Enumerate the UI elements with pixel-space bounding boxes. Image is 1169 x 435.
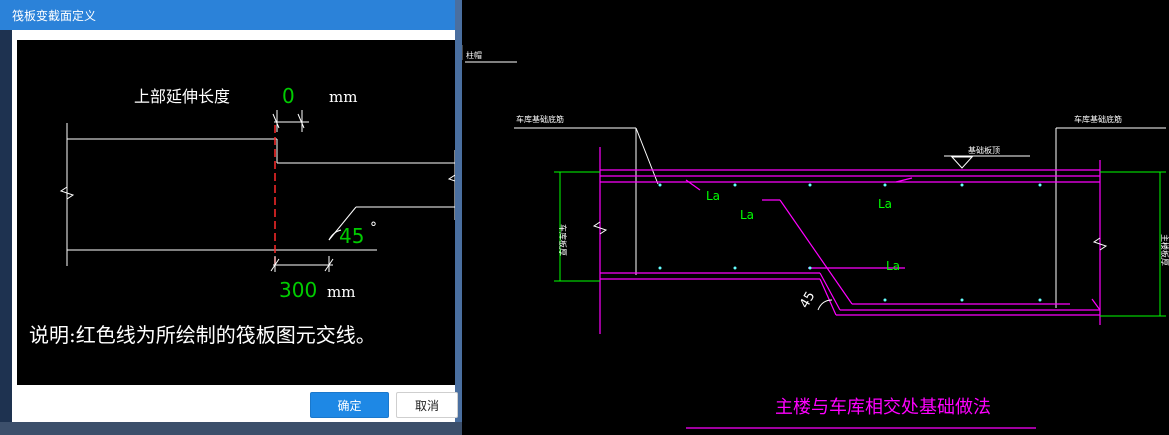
dialog-title-bar[interactable]: 筏板变截面定义 — [0, 0, 462, 30]
rebar-dots — [658, 183, 1042, 302]
right-dim-label: 主楼板厚 — [1160, 234, 1169, 266]
section-preview: 上部延伸长度 0 mm 45 ° — [17, 40, 455, 385]
anchor-label: La — [886, 259, 900, 273]
angle-unit: ° — [370, 220, 377, 236]
slab-top-marker — [950, 156, 974, 169]
drawing-corner-label: 柱帽 — [466, 50, 482, 60]
anchor-label: La — [740, 208, 754, 222]
extension-value[interactable]: 0 — [282, 84, 295, 108]
note-text: 说明:红色线为所绘制的筏板图元交线。 — [29, 323, 376, 347]
offset-value[interactable]: 300 — [279, 278, 317, 302]
left-dim-label: 车库板厚 — [558, 224, 568, 256]
offset-dimension — [270, 256, 334, 272]
extension-dimension — [272, 110, 309, 132]
angle-label: 45 — [797, 289, 818, 311]
offset-unit: mm — [327, 283, 355, 301]
left-dimension — [554, 171, 600, 282]
cancel-button[interactable]: 取消 — [396, 392, 458, 418]
left-leader-diagonal — [635, 127, 659, 185]
right-leader-label: 车库基础底筋 — [1074, 114, 1122, 124]
angle-arc — [328, 229, 342, 241]
angle-value[interactable]: 45 — [339, 224, 364, 248]
background-window-edge — [0, 30, 12, 435]
anchor-label: La — [706, 189, 720, 203]
dialog-right-edge — [455, 0, 462, 435]
break-marks — [592, 221, 1108, 251]
extension-label: 上部延伸长度 — [134, 87, 230, 106]
anchor-label: La — [878, 197, 892, 211]
slab-profile — [59, 123, 455, 266]
dialog-title: 筏板变截面定义 — [12, 9, 97, 23]
slab-outline — [599, 147, 1101, 334]
ok-button[interactable]: 确定 — [310, 392, 389, 418]
slab-top-label: 基础板顶 — [968, 145, 1000, 155]
left-leader-label: 车库基础底筋 — [516, 114, 564, 124]
raft-section-dialog: 筏板变截面定义 上部延伸长度 0 mm — [0, 0, 462, 435]
background-taskbar-edge — [0, 422, 462, 435]
right-dimension — [1100, 171, 1166, 317]
angle-arc — [817, 299, 833, 311]
extension-unit: mm — [329, 88, 357, 106]
drawing-title: 主楼与车库相交处基础做法 — [775, 397, 991, 418]
